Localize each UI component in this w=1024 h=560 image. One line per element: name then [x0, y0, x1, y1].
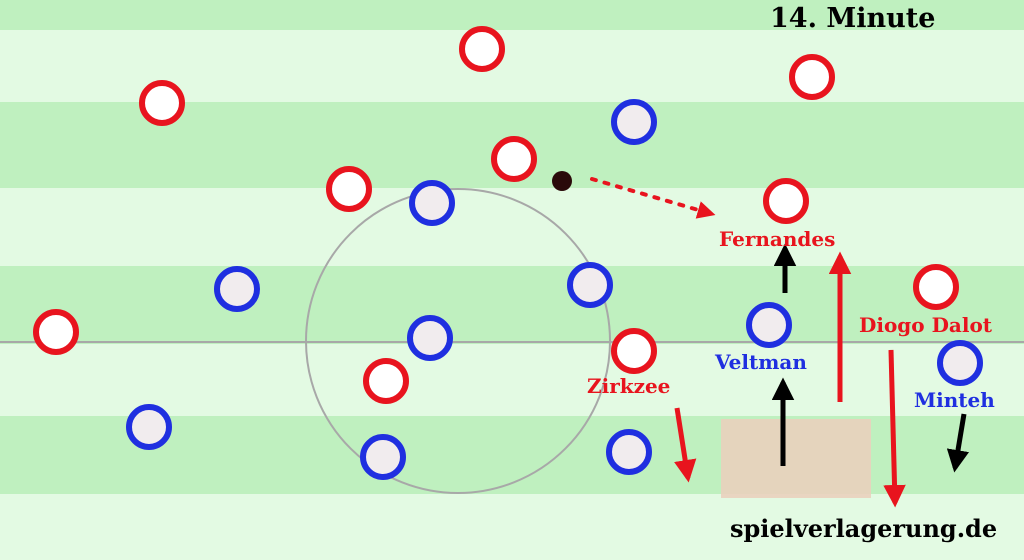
red-player-icon — [363, 358, 409, 404]
red-player-icon — [326, 166, 372, 212]
red-player-icon — [33, 309, 79, 355]
red-player-icon — [491, 136, 537, 182]
blue-player-icon — [407, 315, 453, 361]
red-team — [33, 26, 959, 404]
blue-player-icon — [937, 340, 983, 386]
player-label-minteh: Minteh — [914, 388, 995, 412]
zirkzee-run-arrow — [674, 407, 697, 483]
blue-player-icon — [126, 404, 172, 450]
player-label-zirkzee: Zirkzee — [587, 374, 670, 398]
watermark-label: spielverlagerung.de — [730, 514, 997, 543]
blue-player-icon — [409, 180, 455, 226]
center-circle — [305, 188, 611, 494]
red-player-icon — [139, 80, 185, 126]
blue-player-icon — [746, 302, 792, 348]
player-label-fernandes: Fernandes — [719, 227, 835, 251]
player-label-veltman: Veltman — [714, 350, 807, 374]
ball-icon — [552, 171, 572, 191]
blue-team — [126, 99, 983, 480]
pass-arrow — [590, 177, 716, 219]
red-player-icon — [789, 54, 835, 100]
blue-player-icon — [606, 429, 652, 475]
player-label-diogo-dalot: Diogo Dalot — [859, 313, 993, 337]
open-space-zone — [721, 419, 871, 498]
red-player-icon — [763, 178, 809, 224]
blue-player-icon — [214, 266, 260, 312]
minteh-run-arrow — [946, 413, 970, 473]
dalot-run-arrow — [883, 349, 906, 508]
blue-player-icon — [611, 99, 657, 145]
red-player-icon — [913, 264, 959, 310]
blue-player-icon — [360, 434, 406, 480]
movement-arrows — [590, 177, 970, 508]
blue-player-icon — [567, 262, 613, 308]
red-player-icon — [459, 26, 505, 72]
red-player-icon — [611, 328, 657, 374]
title-label: 14. Minute — [770, 3, 935, 34]
